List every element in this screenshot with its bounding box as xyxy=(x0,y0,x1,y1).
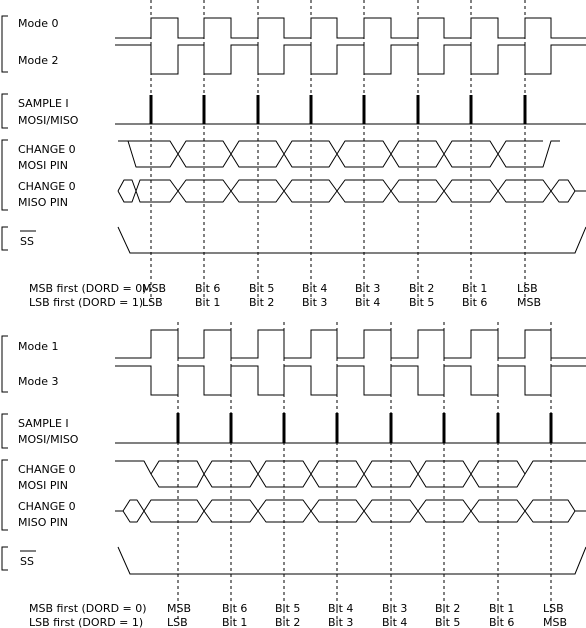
change-group-bracket xyxy=(1,459,8,531)
ss-label: SS xyxy=(20,555,34,568)
bit-label: MSB xyxy=(167,602,191,615)
sample-strobes xyxy=(149,95,527,124)
bit-label: Bit 4 xyxy=(328,602,353,615)
bit-label: Bit 3 xyxy=(302,296,327,309)
ss-waveform xyxy=(117,546,586,575)
change-miso-label-line1: CHANGE 0 xyxy=(18,180,76,193)
mode-3-label: Mode 3 xyxy=(18,375,58,388)
bit-label: MSB xyxy=(142,282,166,295)
change-mosi-label-line2: MOSI PIN xyxy=(18,479,68,492)
msb-first-label: MSB first (DORD = 0) xyxy=(29,282,147,295)
change-mosi-label-line1: CHANGE 0 xyxy=(18,463,76,476)
bit-label: Bit 1 xyxy=(462,282,487,295)
change-miso-label-line2: MISO PIN xyxy=(18,516,68,529)
ss-waveform xyxy=(117,226,586,254)
change-mosi-label-line2: MOSI PIN xyxy=(18,159,68,172)
mode-1-label: Mode 1 xyxy=(18,340,58,353)
sample-label-line1: SAMPLE I xyxy=(18,417,69,430)
bit-label: Bit 3 xyxy=(382,602,407,615)
bit-label: Bit 3 xyxy=(355,282,380,295)
bit-label: Bit 4 xyxy=(302,282,327,295)
bit-label: Bit 4 xyxy=(355,296,380,309)
mode-2-clock-waveform xyxy=(115,44,586,75)
bit-label: Bit 5 xyxy=(275,602,300,615)
msb-first-label: MSB first (DORD = 0) xyxy=(29,602,147,615)
sample-strobes xyxy=(176,413,553,443)
sample-label-line2: MOSI/MISO xyxy=(18,114,79,127)
panel-1-bit-order-lsb: LSB Bit 1 Bit 2 Bit 3 Bit 4 Bit 5 Bit 6 … xyxy=(142,296,541,309)
lsb-first-label: LSB first (DORD = 1) xyxy=(29,616,143,628)
bit-label: Bit 2 xyxy=(409,282,434,295)
mosi-data-bus xyxy=(118,140,560,168)
bit-label: Bit 1 xyxy=(222,616,247,628)
bit-label: Bit 6 xyxy=(195,282,220,295)
miso-data-bus xyxy=(117,179,586,203)
bit-label: Bit 5 xyxy=(435,616,460,628)
sample-group-bracket xyxy=(1,93,8,129)
bit-label: Bit 6 xyxy=(462,296,487,309)
bit-label: Bit 2 xyxy=(435,602,460,615)
bit-label: LSB xyxy=(167,616,188,628)
ss-label: SS xyxy=(20,235,34,248)
bit-label: LSB xyxy=(543,602,564,615)
bit-label: LSB xyxy=(142,296,163,309)
bit-label: Bit 1 xyxy=(195,296,220,309)
lsb-first-label: LSB first (DORD = 1) xyxy=(29,296,143,309)
sample-group-bracket xyxy=(1,413,8,449)
bit-label: Bit 1 xyxy=(489,602,514,615)
bit-label: Bit 4 xyxy=(382,616,407,628)
mode-0-label: Mode 0 xyxy=(18,17,58,30)
ss-group-bracket xyxy=(1,546,8,571)
bit-label: Bit 3 xyxy=(328,616,353,628)
bit-label: Bit 5 xyxy=(249,282,274,295)
panel-2-bit-order-msb: MSB Bit 6 Bit 5 Bit 4 Bit 3 Bit 2 Bit 1 … xyxy=(167,602,564,615)
mode-3-clock-waveform xyxy=(115,365,586,396)
timing-panel-mode-0-2: Mode 0 Mode 2 SAMPLE I MOSI/MISO CHANGE … xyxy=(1,0,586,309)
bit-label: Bit 2 xyxy=(249,296,274,309)
mode-1-clock-waveform xyxy=(115,329,586,359)
change-miso-label-line1: CHANGE 0 xyxy=(18,500,76,513)
bit-label: MSB xyxy=(543,616,567,628)
ss-group-bracket xyxy=(1,226,8,251)
miso-data-bus xyxy=(115,499,586,523)
mode-1-3-group-bracket xyxy=(1,335,8,393)
bit-label: Bit 6 xyxy=(222,602,247,615)
mode-0-clock-waveform xyxy=(115,17,586,39)
bit-label: Bit 6 xyxy=(489,616,514,628)
mosi-data-bus xyxy=(115,460,586,488)
timing-panel-mode-1-3: Mode 1 Mode 3 SAMPLE I MOSI/MISO CHANGE … xyxy=(1,322,586,628)
panel-2-bit-order-lsb: LSB Bit 1 Bit 2 Bit 3 Bit 4 Bit 5 Bit 6 … xyxy=(167,616,567,628)
panel-1-bit-order-msb: MSB Bit 6 Bit 5 Bit 4 Bit 3 Bit 2 Bit 1 … xyxy=(142,282,538,295)
sample-label-line1: SAMPLE I xyxy=(18,97,69,110)
bit-label: LSB xyxy=(517,282,538,295)
change-miso-label-line2: MISO PIN xyxy=(18,196,68,209)
bit-label: Bit 5 xyxy=(409,296,434,309)
change-mosi-label-line1: CHANGE 0 xyxy=(18,143,76,156)
bit-label: MSB xyxy=(517,296,541,309)
sample-label-line2: MOSI/MISO xyxy=(18,433,79,446)
change-group-bracket xyxy=(1,139,8,211)
mode-2-label: Mode 2 xyxy=(18,54,58,67)
mode-0-2-group-bracket xyxy=(1,15,8,73)
bit-label: Bit 2 xyxy=(275,616,300,628)
